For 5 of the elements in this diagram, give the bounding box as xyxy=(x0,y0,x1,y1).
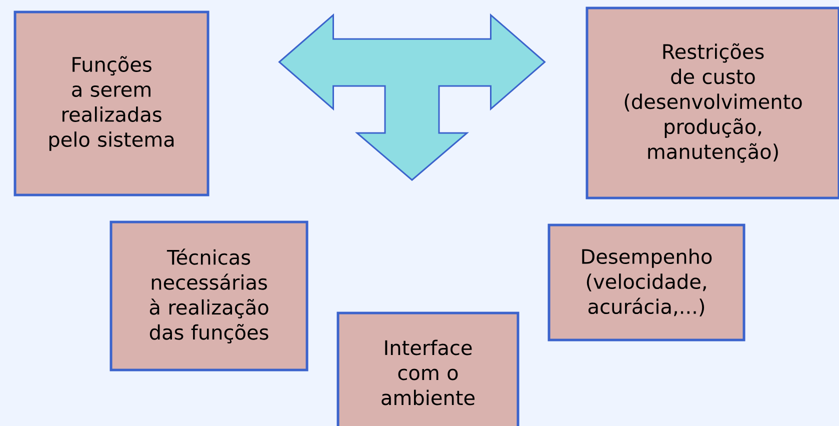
text-box: Técnicas necessárias à realização das funções xyxy=(110,220,308,372)
text-box: Interface com o ambiente xyxy=(336,312,520,426)
text-box: Restrições de custo (desenvolvimento produção, manutenção) xyxy=(586,6,839,200)
text-box: Desempenho (velocidade, acurácia,...) xyxy=(548,224,746,342)
text-box: Funções a serem realizadas pelo sistema xyxy=(14,10,210,196)
